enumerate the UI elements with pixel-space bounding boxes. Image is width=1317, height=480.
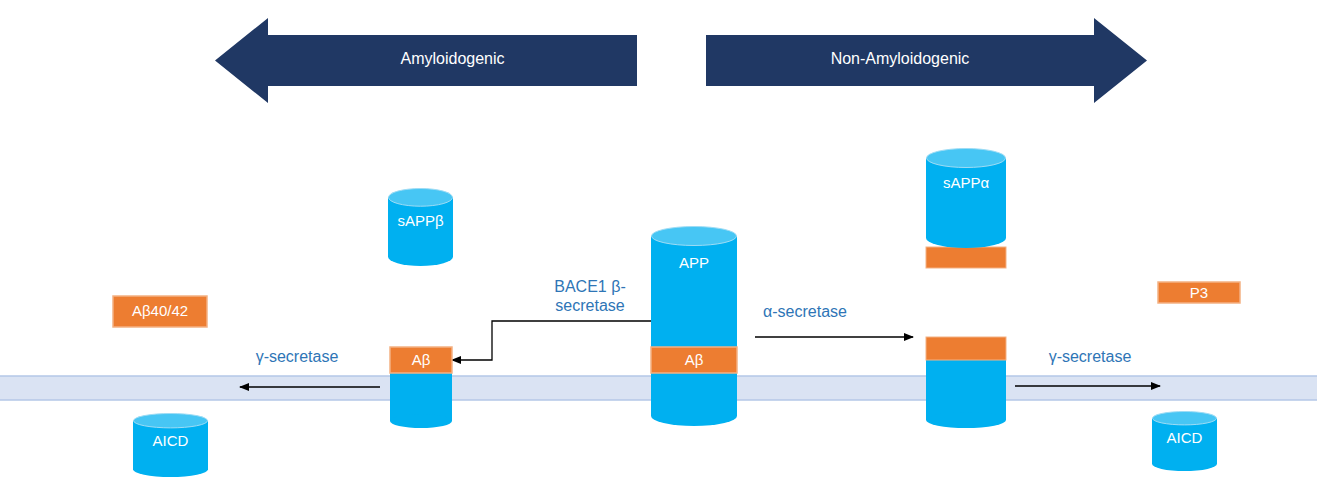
node-label: P3 [1158, 284, 1240, 301]
node-outline [926, 148, 1006, 248]
protein-fragment: sAPPβ [388, 188, 453, 266]
gamma-arrow [240, 386, 380, 387]
aicd-fragment: AICD [1152, 411, 1217, 471]
node-label: APP [651, 254, 737, 271]
node-label: Amyloidogenic [215, 50, 637, 68]
alpha-arrow [755, 336, 913, 337]
enzyme-label: γ-secretase [242, 347, 352, 366]
gamma-arrow [1015, 385, 1160, 386]
pathway-arrow: Non-Amyloidogenic [706, 18, 1147, 103]
membrane-stub [926, 337, 1006, 428]
node-label: Aβ [390, 351, 452, 368]
pathway-arrow: Amyloidogenic [215, 18, 637, 103]
enzyme-label: α-secretase [750, 302, 860, 321]
abeta-segment: Aβ [651, 347, 737, 373]
abeta-segment: Aβ [390, 347, 452, 373]
edge-label: BACE1 β-secretase [542, 277, 638, 315]
enzyme-label: γ-secretase [1035, 347, 1145, 366]
node-label: sAPPβ [388, 212, 453, 229]
node-label: AICD [1152, 429, 1217, 446]
node-label: Aβ40/42 [113, 302, 207, 319]
node-label: AICD [133, 432, 208, 449]
node-label: sAPPα [926, 174, 1006, 191]
membrane-stub [390, 373, 452, 428]
fragment-end [926, 247, 1006, 268]
node-label: Non-Amyloidogenic [706, 50, 1147, 68]
aicd-fragment: AICD [133, 413, 208, 477]
abeta-peptide: Aβ40/42 [113, 296, 207, 327]
node-label: Aβ [651, 351, 737, 368]
app-protein: APP Aβ [651, 226, 737, 426]
p3-peptide: P3 [1158, 282, 1240, 303]
protein-fragment: sAPPα [926, 148, 1006, 248]
cleavage-arrow [452, 321, 651, 360]
